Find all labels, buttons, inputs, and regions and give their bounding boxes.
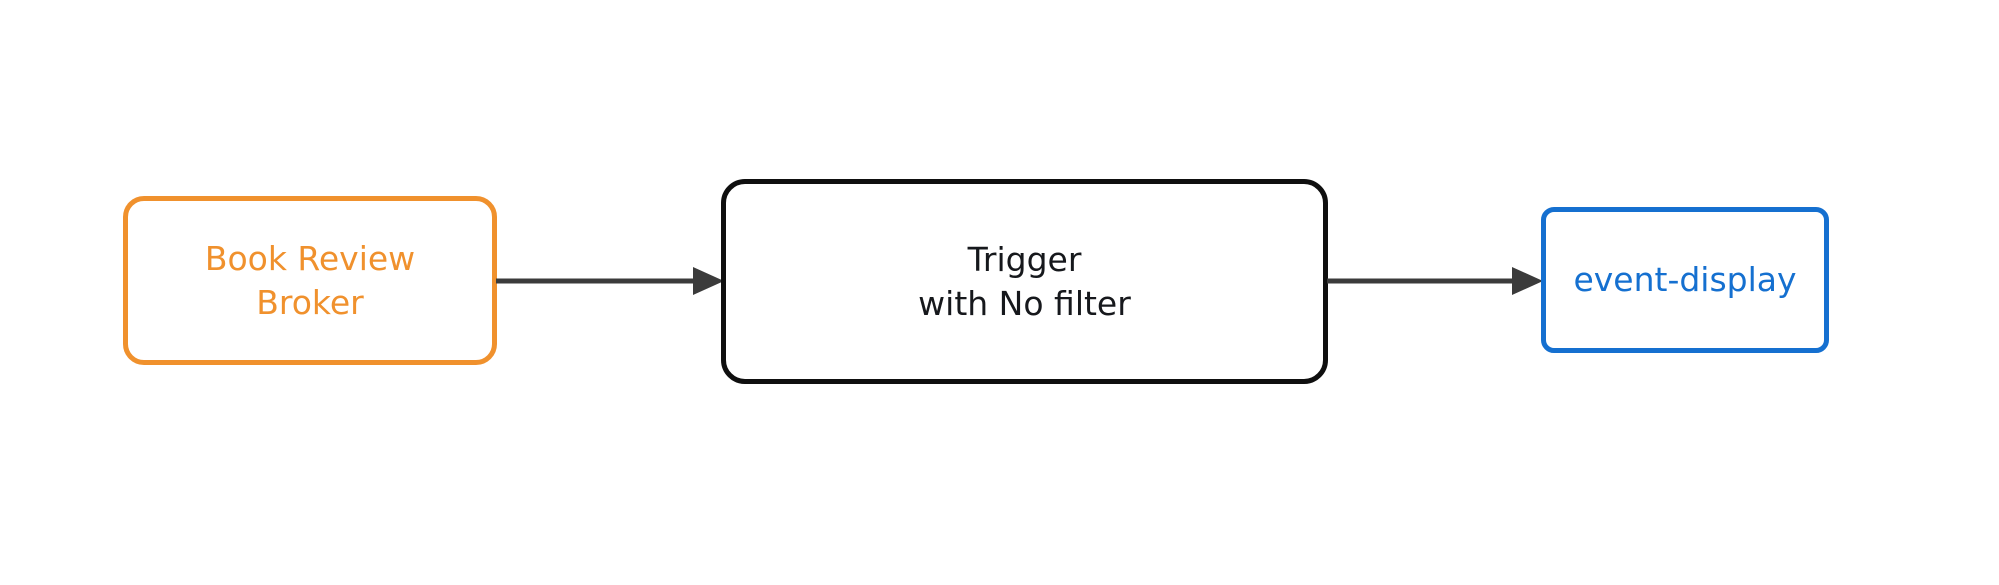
node-trigger-with-no-filter[interactable]: Trigger with No filter [721,179,1328,384]
edge-trigger-to-sink [1327,261,1543,301]
arrowhead-icon [693,267,724,295]
node-broker-label: Book Review Broker [204,238,416,322]
node-book-review-broker[interactable]: Book Review Broker [123,196,497,365]
edge-broker-to-trigger [496,261,724,301]
node-sink-label: event-display [1573,260,1797,300]
edge-trigger-to-sink-svg [1327,267,1543,295]
node-event-display[interactable]: event-display [1541,207,1829,353]
arrowhead-icon [1512,267,1543,295]
edge-broker-to-trigger-svg [496,267,724,295]
node-trigger-label: Trigger with No filter [918,239,1131,323]
